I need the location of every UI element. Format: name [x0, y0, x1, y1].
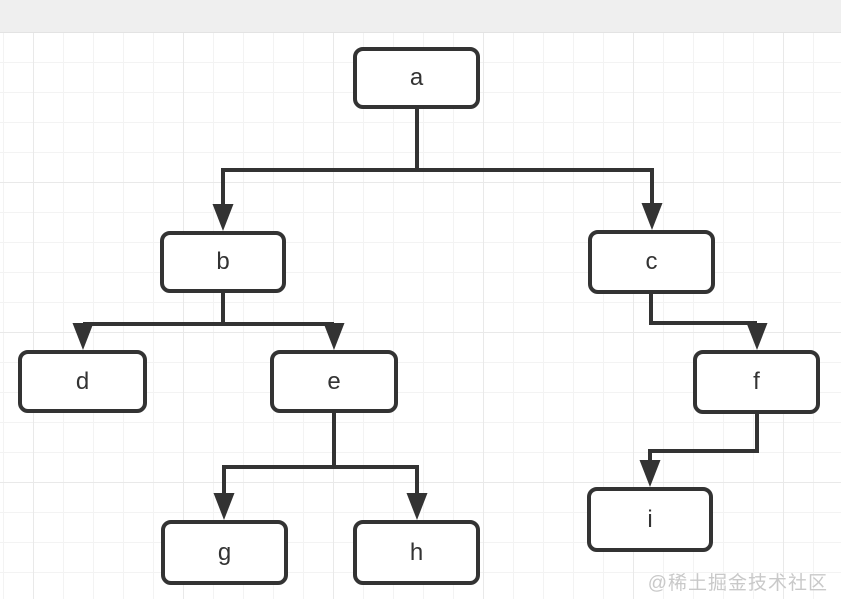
node-h-label: h [409, 538, 424, 566]
node-b: b [160, 231, 286, 293]
edge-c-f [649, 294, 757, 325]
node-f: f [693, 350, 820, 414]
arrowhead-f-i [639, 460, 661, 487]
edge-e-h [332, 413, 419, 493]
edge-b-e [221, 293, 336, 326]
arrowhead-b-e [323, 323, 345, 350]
node-a: a [353, 47, 480, 109]
watermark: @稀土掘金技术社区 [647, 573, 828, 594]
node-g-label: g [217, 538, 232, 566]
node-d-label: d [75, 367, 90, 395]
node-e-label: e [327, 367, 341, 395]
arrowhead-e-h [406, 493, 428, 520]
node-c: c [588, 230, 715, 294]
edge-a-c [415, 109, 654, 203]
top-bar [0, 0, 841, 33]
node-e: e [270, 350, 398, 413]
edge-a-b [221, 109, 419, 204]
edge-e-g [222, 413, 336, 493]
node-c-label: c [645, 248, 658, 275]
node-a-label: a [409, 64, 424, 91]
arrowhead-c-f [746, 323, 768, 350]
arrowhead-b-d [72, 323, 94, 350]
node-i-label: i [647, 505, 653, 533]
node-g: g [161, 520, 288, 585]
arrowhead-a-c [641, 203, 663, 230]
arrowhead-a-b [212, 204, 234, 231]
node-d: d [18, 350, 147, 413]
node-b-label: b [216, 248, 230, 275]
arrowhead-e-g [213, 493, 235, 520]
node-i: i [587, 487, 713, 552]
edge-b-d [81, 293, 225, 326]
edge-f-i [648, 414, 759, 460]
node-f-label: f [753, 368, 760, 395]
node-h: h [353, 520, 480, 585]
